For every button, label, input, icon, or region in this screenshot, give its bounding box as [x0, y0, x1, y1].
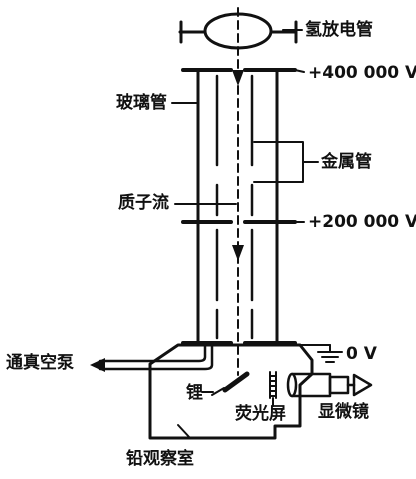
label-metal-tube: 金属管 — [321, 152, 372, 172]
proton-beam — [232, 7, 244, 376]
label-voltage-mid: +200 000 V — [308, 212, 416, 232]
label-glass-tube: 玻璃管 — [116, 93, 167, 113]
label-vacuum-pump: 通真空泵 — [6, 353, 74, 373]
leader-lines — [171, 29, 305, 223]
metal-tube-bracket — [253, 141, 319, 183]
label-hydrogen-discharge-tube: 氢放电管 — [305, 20, 373, 40]
label-proton-stream: 质子流 — [118, 193, 169, 213]
electrode-plates — [181, 68, 297, 345]
vacuum-pipe — [90, 341, 214, 372]
ground-symbol — [299, 344, 343, 363]
lithium-target — [211, 371, 250, 396]
label-voltage-top: +400 000 V — [308, 63, 416, 83]
metal-tube-segments — [215, 74, 254, 340]
label-microscope: 显微镜 — [318, 402, 369, 422]
lead-observation-chamber — [148, 343, 314, 440]
chamber-leader-lines — [177, 391, 214, 439]
glass-tube — [196, 68, 279, 347]
fluorescent-screen — [269, 371, 277, 407]
label-fluorescent-screen: 荧光屏 — [235, 404, 286, 424]
label-lead-observation-chamber: 铅观察室 — [126, 449, 194, 469]
label-lithium: 锂 — [186, 383, 203, 403]
microscope — [286, 372, 373, 398]
label-voltage-zero: 0 V — [346, 344, 377, 364]
